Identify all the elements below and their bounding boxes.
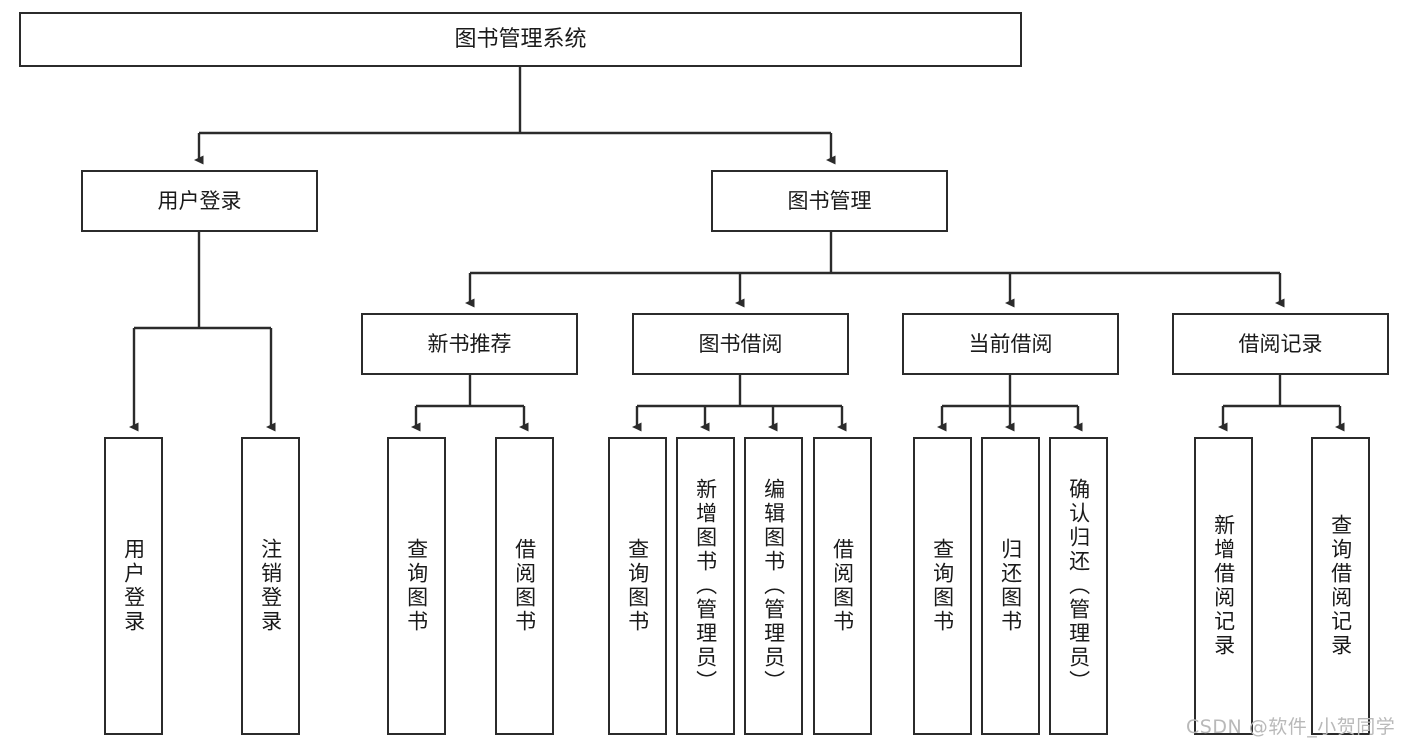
leaf-query-books-recommend[interactable]: 查询图书 (387, 437, 446, 735)
leaf-add-borrow-record[interactable]: 新增借阅记录 (1194, 437, 1253, 735)
node-label: 查询图书 (930, 538, 955, 634)
leaf-borrow-books-recommend[interactable]: 借阅图书 (495, 437, 554, 735)
csdn-watermark: CSDN @软件_小贺同学 (1186, 716, 1396, 738)
node-label: 当前借阅 (968, 331, 1053, 356)
node-label: 图书管理 (787, 188, 872, 213)
node-label: 借阅图书 (512, 538, 537, 634)
node-label: 查询借阅记录 (1328, 514, 1353, 658)
leaf-query-books-borrow[interactable]: 查询图书 (608, 437, 667, 735)
node-new-book-recommend[interactable]: 新书推荐 (361, 313, 578, 375)
leaf-edit-book-admin[interactable]: 编辑图书（管理员） (744, 437, 803, 735)
leaf-user-login[interactable]: 用户登录 (104, 437, 163, 735)
leaf-borrow-books[interactable]: 借阅图书 (813, 437, 872, 735)
node-label: 新增借阅记录 (1211, 514, 1236, 658)
leaf-logout[interactable]: 注销登录 (241, 437, 300, 735)
node-current-borrow[interactable]: 当前借阅 (902, 313, 1119, 375)
node-book-management[interactable]: 图书管理 (711, 170, 948, 232)
node-label: 注销登录 (258, 538, 283, 634)
leaf-query-borrow-record[interactable]: 查询借阅记录 (1311, 437, 1370, 735)
node-user-login[interactable]: 用户登录 (81, 170, 318, 232)
node-label: 查询图书 (404, 538, 429, 634)
leaf-return-books[interactable]: 归还图书 (981, 437, 1040, 735)
node-label: 归还图书 (998, 538, 1023, 634)
node-label: 借阅图书 (830, 538, 855, 634)
leaf-query-books-current[interactable]: 查询图书 (913, 437, 972, 735)
node-book-borrow[interactable]: 图书借阅 (632, 313, 849, 375)
node-label: 图书管理系统 (454, 26, 587, 52)
node-root-library-system[interactable]: 图书管理系统 (19, 12, 1022, 67)
node-label: 查询图书 (625, 538, 650, 634)
node-label: 用户登录 (157, 188, 242, 213)
node-label: 编辑图书（管理员） (761, 478, 786, 694)
leaf-confirm-return-admin[interactable]: 确认归还（管理员） (1049, 437, 1108, 735)
node-label: 确认归还（管理员） (1066, 478, 1091, 694)
node-label: 新增图书（管理员） (693, 478, 718, 694)
node-label: 借阅记录 (1238, 331, 1323, 356)
node-label: 用户登录 (121, 538, 146, 634)
node-borrow-records[interactable]: 借阅记录 (1172, 313, 1389, 375)
node-label: 新书推荐 (427, 331, 512, 356)
node-label: 图书借阅 (698, 331, 783, 356)
leaf-add-book-admin[interactable]: 新增图书（管理员） (676, 437, 735, 735)
